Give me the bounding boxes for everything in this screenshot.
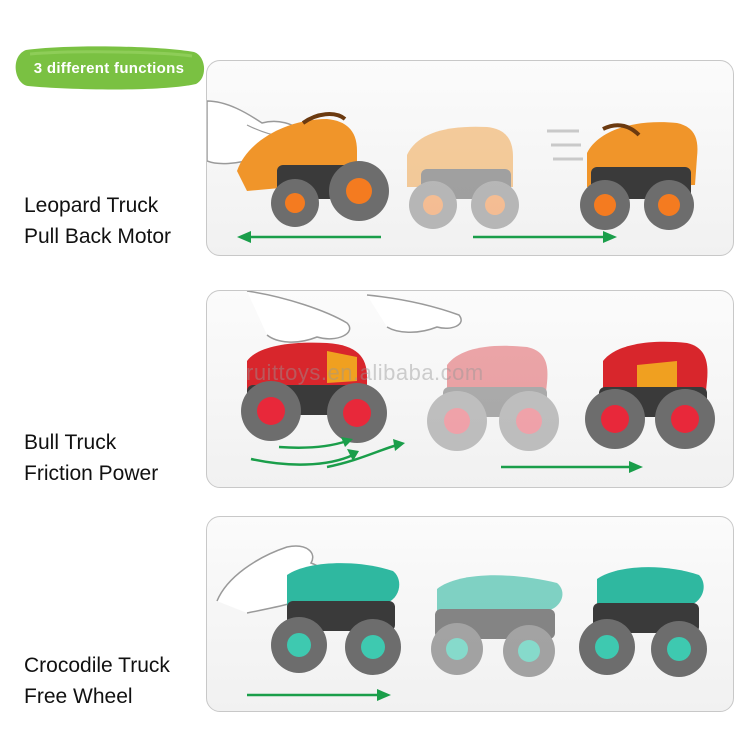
- badge-text: 3 different functions: [33, 59, 185, 77]
- watermark: ruittoys.en.alibaba.com: [246, 360, 484, 385]
- functions-badge: 3 different functions: [10, 44, 208, 92]
- bull-truck-moving: [585, 341, 715, 449]
- leopard-truck-pulled: [237, 112, 389, 227]
- croc-panel: [206, 516, 734, 712]
- arrow-left-icon: [237, 231, 381, 243]
- leopard-panel: [206, 60, 734, 256]
- bull-scene: [241, 291, 715, 473]
- croc-title: Crocodile Truck: [24, 654, 170, 677]
- bull-panel: [206, 290, 734, 488]
- croc-label: Crocodile Truck Free Wheel: [24, 650, 170, 712]
- arrow-right-icon: [501, 461, 643, 473]
- bull-subtitle: Friction Power: [24, 462, 159, 485]
- croc-truck-pushed: [271, 563, 401, 675]
- arrow-right-icon: [247, 689, 391, 701]
- arrow-curve-icon: [326, 439, 405, 469]
- arrow-right-icon: [473, 231, 617, 243]
- leopard-subtitle: Pull Back Motor: [24, 225, 172, 248]
- leopard-title: Leopard Truck: [24, 194, 159, 217]
- hand-icon: [246, 291, 462, 343]
- badge-shape: [15, 46, 205, 90]
- bull-truck-pushed: [241, 342, 387, 443]
- leopard-label: Leopard Truck Pull Back Motor: [24, 190, 171, 252]
- croc-truck-moving: [579, 567, 707, 677]
- arrow-curve-icon: [250, 437, 359, 466]
- croc-scene: [216, 545, 707, 701]
- croc-subtitle: Free Wheel: [24, 685, 133, 708]
- croc-truck-motion-1: [431, 575, 563, 677]
- leopard-scene: [207, 100, 698, 243]
- bull-title: Bull Truck: [24, 431, 117, 454]
- leopard-truck-moving: [547, 122, 698, 230]
- bull-label: Bull Truck Friction Power: [24, 427, 158, 489]
- bull-truck-motion-1: [427, 345, 559, 451]
- leopard-truck-motion-1: [407, 126, 519, 229]
